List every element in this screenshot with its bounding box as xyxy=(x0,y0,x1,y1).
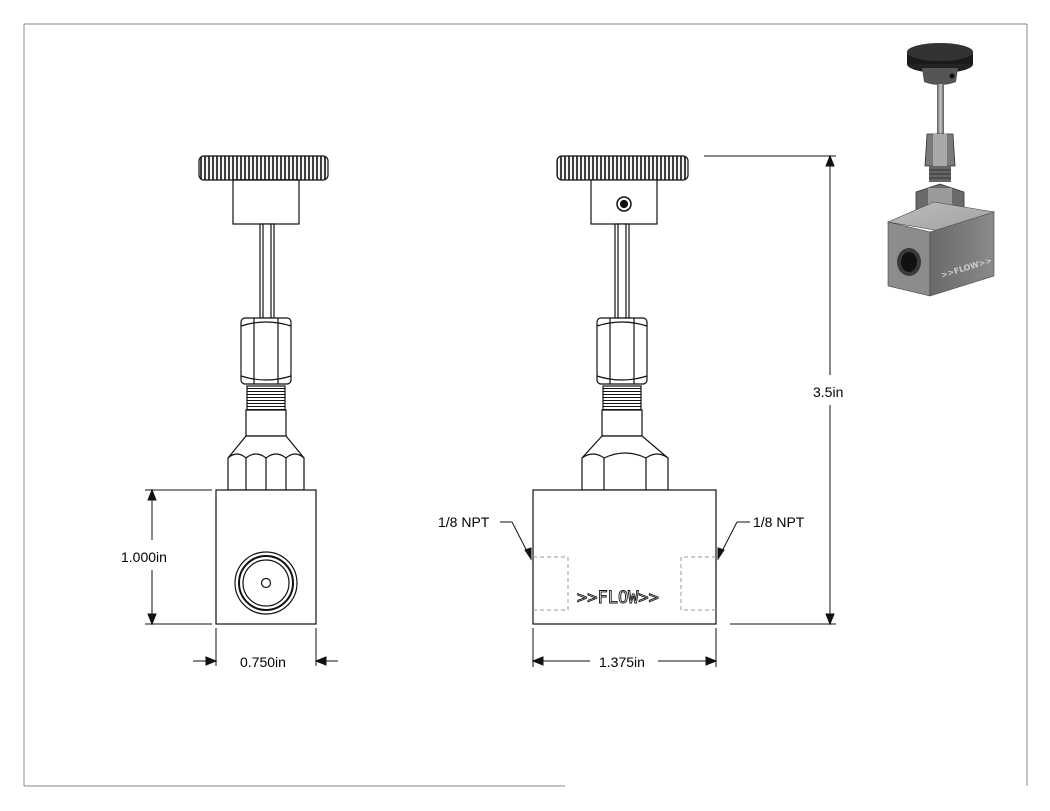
set-screw xyxy=(616,196,632,212)
knob-knurled-rim xyxy=(198,155,329,181)
stem xyxy=(259,223,275,319)
dimension-width-side xyxy=(193,628,338,666)
sheet-border xyxy=(23,23,1028,787)
bonnet-hex-front xyxy=(581,409,669,491)
dim-label-side-width: 0.750in xyxy=(240,654,286,670)
callout-leader-right xyxy=(717,521,750,561)
side-view xyxy=(198,155,329,625)
dimension-overall-height xyxy=(704,154,836,626)
bonnet-hex xyxy=(227,409,305,491)
knob-hub xyxy=(232,179,300,225)
callout-label-left-port: 1/8 NPT xyxy=(438,514,490,530)
hidden-port-right xyxy=(680,556,716,611)
stem-front xyxy=(614,223,630,319)
dim-label-front-width: 1.375in xyxy=(599,654,645,670)
dimension-height-body xyxy=(145,488,212,626)
dim-label-body-height: 1.000in xyxy=(121,549,167,565)
dim-label-overall-height: 3.5in xyxy=(813,384,843,400)
flow-engraving: >>FLOW>> xyxy=(577,588,659,608)
bonnet-thread xyxy=(246,385,286,411)
knob-knurled-rim-front xyxy=(556,155,689,181)
port-opening xyxy=(234,551,298,615)
packing-nut-front xyxy=(596,317,648,385)
dimension-width-front xyxy=(531,628,718,667)
isometric-view xyxy=(886,43,996,297)
callout-label-right-port: 1/8 NPT xyxy=(753,514,805,530)
bonnet-thread-front xyxy=(602,385,642,411)
callout-leader-left xyxy=(500,521,532,561)
hidden-port-left xyxy=(533,556,569,611)
packing-nut xyxy=(240,317,292,385)
iso-block-right xyxy=(929,211,995,297)
front-view xyxy=(532,155,717,625)
